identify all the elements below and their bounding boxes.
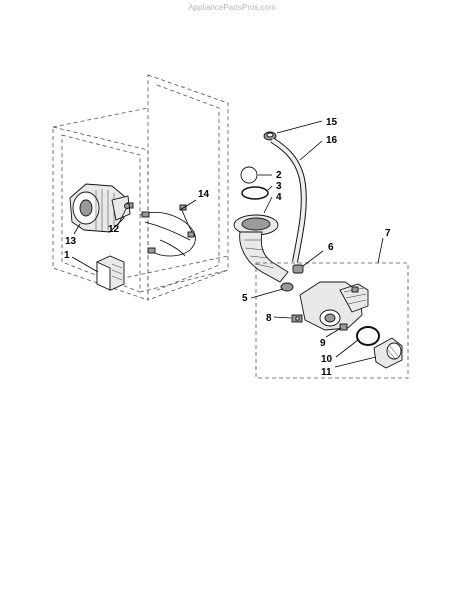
callout-10: 10 [321,354,333,365]
drain-pump[interactable] [299,281,369,331]
callout-15: 15 [326,117,338,128]
callout-16: 16 [326,135,338,146]
hose-clamp-top[interactable] [263,131,277,141]
cabinet-outline [52,74,229,301]
sump-bellows[interactable] [233,214,289,283]
callout-9: 9 [320,338,326,349]
watermark: AppliancePartsPros.com [188,3,276,12]
small-gasket[interactable] [339,323,348,331]
callout-8: 8 [266,313,272,324]
callout-7: 7 [385,228,391,239]
callout-2: 2 [276,170,282,181]
callout-3: 3 [276,181,282,192]
callout-13: 13 [65,236,77,247]
screw[interactable] [124,203,130,209]
callout-12: 12 [108,224,120,235]
filter-gasket[interactable] [356,326,380,346]
callout-6: 6 [328,242,334,253]
pump-assembly-box [255,262,409,379]
drain-filter[interactable] [373,337,403,369]
hose-clamp-6[interactable] [292,264,304,274]
callout-5: 5 [242,293,248,304]
check-ball[interactable] [240,166,258,184]
pump-clip[interactable] [291,314,303,323]
wire-harness[interactable] [139,204,196,257]
hose-clamp-5[interactable] [280,282,294,292]
callout-labels: 15 16 2 3 4 14 12 13 1 6 7 5 8 9 10 11 [64,117,391,378]
callout-4: 4 [276,192,282,203]
callout-14: 14 [198,189,210,200]
drain-hose[interactable] [270,137,307,263]
callout-11: 11 [321,367,332,378]
drive-motor[interactable] [69,183,134,233]
leader-lines [71,120,384,368]
o-ring[interactable] [241,186,269,200]
callout-1: 1 [64,250,70,261]
motor-control-unit[interactable] [96,255,125,291]
